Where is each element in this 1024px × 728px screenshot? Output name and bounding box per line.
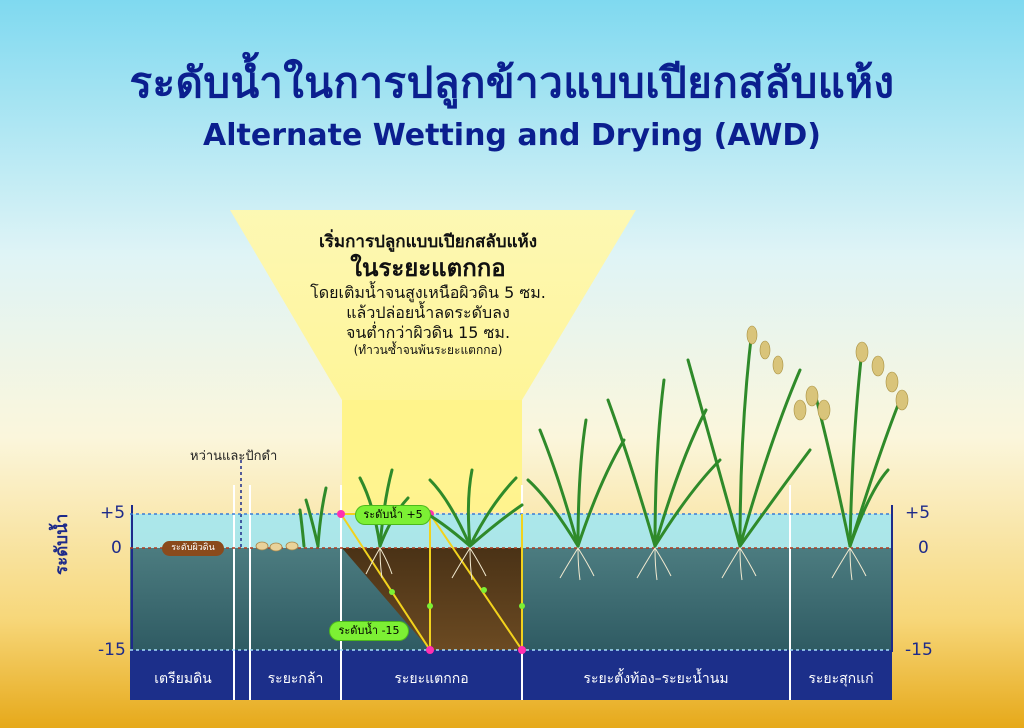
callout-line-2: ในระยะแตกกอ — [350, 254, 506, 283]
callout-line-1: เริ่มการปลูกแบบเปียกสลับแห้ง — [318, 232, 538, 252]
callout-line-3: โดยเติมน้ำจนสูงเหนือผิวดิน 5 ซม. — [310, 283, 546, 303]
tick-right-minus15: -15 — [905, 640, 933, 660]
water-plus5-badge: ระดับน้ำ +5 — [356, 506, 430, 524]
water-layer — [130, 514, 892, 548]
stage-ripening: ระยะสุกแก่ — [808, 671, 874, 687]
stage-seedling: ระยะกล้า — [267, 671, 324, 687]
y-axis-label: ระดับน้ำ — [52, 513, 72, 575]
stage-prep: เตรียมดิน — [154, 671, 212, 687]
page-title-english: Alternate Wetting and Drying (AWD) — [203, 118, 821, 153]
callout-line-4: แล้วปล่อยน้ำลดระดับลง — [346, 303, 510, 323]
roots — [365, 547, 867, 581]
tick-left-zero: 0 — [111, 538, 122, 558]
drained-soil — [342, 548, 522, 650]
tick-left-minus15: -15 — [98, 640, 126, 660]
seeds — [255, 541, 299, 552]
callout-stem — [342, 400, 522, 512]
callout-line-6: (ทำวนซ้ำจนพ้นระยะแตกกอ) — [353, 343, 503, 358]
stage-booting-milk: ระยะตั้งท้อง–ระยะน้ำนม — [583, 671, 729, 687]
stage-tillering: ระยะแตกกอ — [394, 671, 469, 687]
callout-text: เริ่มการปลูกแบบเปียกสลับแห้ง ในระยะแตกกอ… — [238, 232, 618, 358]
tick-left-plus5: +5 — [100, 503, 126, 523]
awd-path-arrows — [389, 587, 525, 609]
soil-surface-badge: ระดับผิวดิน — [162, 541, 224, 556]
rice-panicles — [746, 325, 909, 421]
stage-bar — [130, 650, 892, 700]
water-minus15-badge: ระดับน้ำ -15 — [330, 622, 408, 640]
tick-right-plus5: +5 — [905, 503, 931, 523]
rice-plants — [298, 328, 902, 548]
callout-funnel — [230, 210, 636, 470]
sowing-label: หว่านและปักดำ — [190, 449, 278, 464]
page-title-thai: ระดับน้ำในการปลูกข้าวแบบเปียกสลับแห้ง — [129, 58, 895, 107]
callout-line-5: จนต่ำกว่าผิวดิน 15 ซม. — [345, 323, 511, 343]
tick-right-zero: 0 — [918, 538, 929, 558]
